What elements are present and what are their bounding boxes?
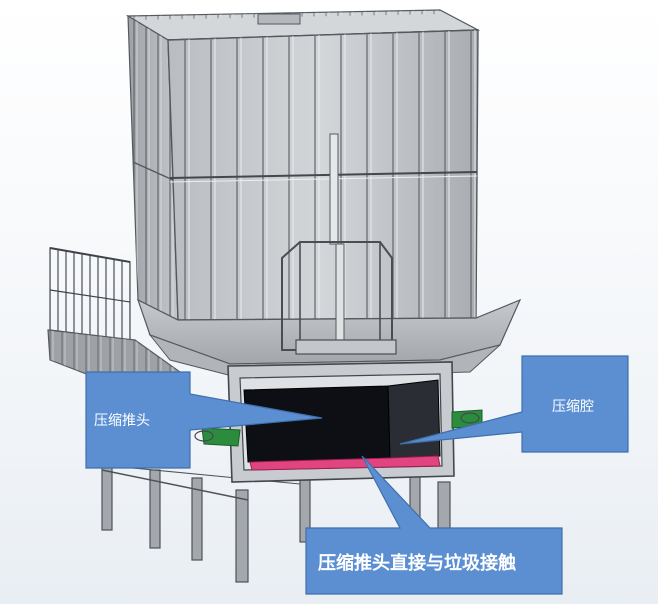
compression-chamber [194,361,483,483]
callout-label-chamber: 压缩腔 [552,399,594,415]
bin-front-face [167,29,479,321]
callout-label-push-head: 压缩推头 [94,413,150,429]
callout-chamber [399,355,629,453]
lifting-frame [281,133,397,355]
callout-contact [305,455,563,595]
callout-label-contact: 压缩推头直接与垃圾接触 [318,553,516,574]
callout-push-head [85,371,323,469]
contact-surface [249,455,441,471]
support-legs [101,459,451,583]
bin-left-face [127,14,179,321]
